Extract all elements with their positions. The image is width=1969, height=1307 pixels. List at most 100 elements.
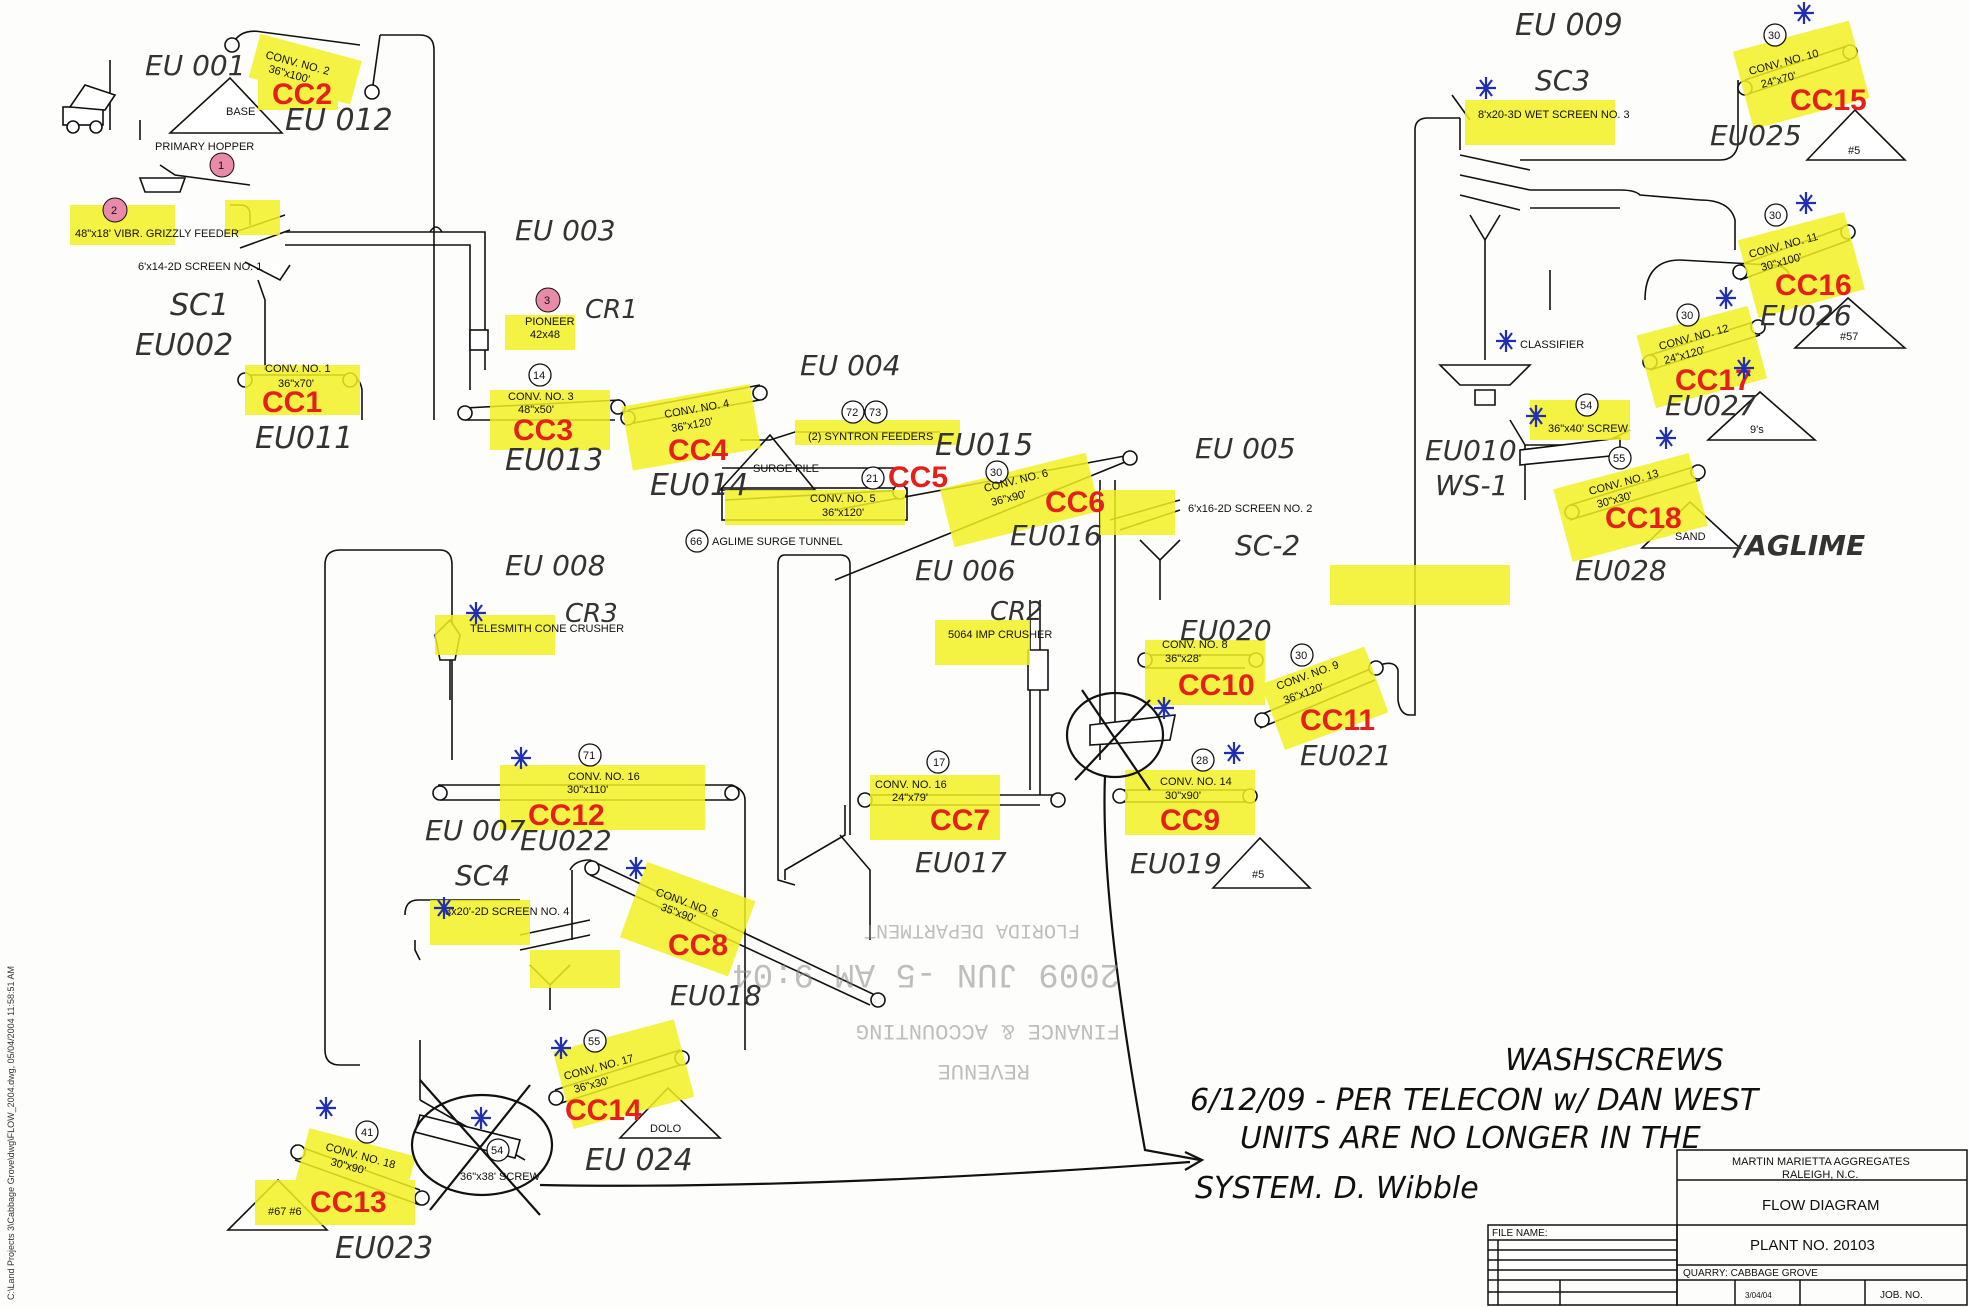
svg-text:CONV. NO. 1: CONV. NO. 1 bbox=[265, 363, 331, 375]
svg-text:66: 66 bbox=[690, 536, 702, 548]
svg-text:28: 28 bbox=[1196, 755, 1208, 767]
svg-text:30: 30 bbox=[1769, 210, 1781, 222]
svg-text:EU 024: EU 024 bbox=[585, 1143, 693, 1178]
svg-text:CC1: CC1 bbox=[262, 386, 322, 419]
svg-text:6/12/09 - PER TELECON w/ DAN W: 6/12/09 - PER TELECON w/ DAN WEST bbox=[1190, 1083, 1761, 1118]
svg-text:3/04/04: 3/04/04 bbox=[1745, 1291, 1772, 1300]
svg-text:54: 54 bbox=[1580, 400, 1592, 412]
svg-text:2: 2 bbox=[111, 205, 117, 217]
svg-text:36"x28': 36"x28' bbox=[1165, 653, 1201, 665]
svg-text:QUARRY: CABBAGE GROVE: QUARRY: CABBAGE GROVE bbox=[1683, 1268, 1818, 1279]
svg-text:FLOW DIAGRAM: FLOW DIAGRAM bbox=[1762, 1197, 1880, 1214]
svg-text:54: 54 bbox=[491, 1145, 503, 1157]
svg-text:CC4: CC4 bbox=[668, 434, 728, 467]
handwritten-labels: EU 001 EU 012 SC1 EU002 EU011 EU 003 CR1… bbox=[135, 8, 1865, 1266]
base-pile bbox=[167, 76, 284, 134]
impact-crusher-symbol bbox=[1027, 649, 1049, 691]
svg-text:30: 30 bbox=[1295, 650, 1307, 662]
svg-text:36"x120': 36"x120' bbox=[822, 507, 864, 519]
svg-text:TELESMITH CONE CRUSHER: TELESMITH CONE CRUSHER bbox=[470, 623, 624, 635]
handwritten-note: WASHSCREWS 6/12/09 - PER TELECON w/ DAN … bbox=[1190, 1043, 1761, 1206]
svg-text:EU022: EU022 bbox=[520, 824, 612, 857]
svg-text:DOLO: DOLO bbox=[650, 1123, 682, 1135]
svg-text:6'x14-2D SCREEN NO. 1: 6'x14-2D SCREEN NO. 1 bbox=[138, 261, 262, 273]
svg-text:AGLIME SURGE TUNNEL: AGLIME SURGE TUNNEL bbox=[712, 536, 843, 548]
svg-text:1: 1 bbox=[218, 160, 224, 172]
svg-text:EU019: EU019 bbox=[1130, 847, 1222, 880]
svg-text:CLASSIFIER: CLASSIFIER bbox=[1520, 339, 1584, 351]
svg-text:EU 005: EU 005 bbox=[1195, 432, 1296, 465]
svg-text:EU 012: EU 012 bbox=[285, 103, 393, 138]
svg-text:#57: #57 bbox=[1840, 331, 1858, 343]
svg-text:17: 17 bbox=[933, 757, 945, 769]
svg-text:30"x110': 30"x110' bbox=[567, 784, 608, 796]
equipment-symbols bbox=[62, 84, 1621, 1159]
svg-text:SAND: SAND bbox=[1675, 531, 1706, 543]
svg-text:CC10: CC10 bbox=[1178, 669, 1255, 702]
svg-text:CC8: CC8 bbox=[668, 929, 728, 962]
pile-dolo bbox=[618, 1086, 722, 1139]
svg-text:EU 001: EU 001 bbox=[145, 49, 246, 82]
svg-text:CC3: CC3 bbox=[513, 414, 573, 447]
svg-text:41: 41 bbox=[361, 1127, 373, 1139]
svg-text:#67 #6: #67 #6 bbox=[268, 1206, 302, 1218]
svg-text:36"x70': 36"x70' bbox=[278, 378, 314, 390]
file-path-label: C:\Land Projects 3\Cabbage Grove\dwg\FLO… bbox=[6, 966, 16, 1300]
crossed-screw-symbol bbox=[1089, 714, 1177, 746]
svg-text:CC13: CC13 bbox=[310, 1186, 387, 1219]
svg-text:36"x38' SCREW: 36"x38' SCREW bbox=[460, 1171, 541, 1183]
pioneer-crusher-symbol bbox=[469, 329, 489, 351]
pink-markers bbox=[102, 152, 561, 313]
svg-text:EU016: EU016 bbox=[1010, 519, 1102, 552]
svg-text:48"x18' VIBR. GRIZZLY FEEDER: 48"x18' VIBR. GRIZZLY FEEDER bbox=[75, 228, 239, 240]
svg-text:PLANT NO. 20103: PLANT NO. 20103 bbox=[1750, 1237, 1875, 1254]
pile-no5-top bbox=[1805, 108, 1907, 161]
title-block: MARTIN MARIETTA AGGREGATES RALEIGH, N.C.… bbox=[1487, 1149, 1968, 1306]
svg-text:CC5: CC5 bbox=[888, 461, 948, 494]
svg-text:CONV. NO. 3: CONV. NO. 3 bbox=[508, 391, 574, 403]
svg-text:(2) SYNTRON FEEDERS: (2) SYNTRON FEEDERS bbox=[808, 431, 933, 443]
svg-text:8'x20-3D WET SCREEN NO. 3: 8'x20-3D WET SCREEN NO. 3 bbox=[1478, 109, 1630, 121]
svg-text:CC2: CC2 bbox=[272, 78, 332, 111]
svg-text:PRIMARY HOPPER: PRIMARY HOPPER bbox=[155, 141, 254, 153]
pile-9s bbox=[1705, 390, 1818, 441]
svg-text:CC9: CC9 bbox=[1160, 804, 1220, 837]
svg-text:SC1: SC1 bbox=[170, 288, 229, 323]
svg-text:EU002: EU002 bbox=[135, 328, 233, 363]
classifier-screw-symbol bbox=[1519, 437, 1621, 466]
svg-text:CONV. NO. 5: CONV. NO. 5 bbox=[810, 493, 876, 505]
svg-text:EU013: EU013 bbox=[505, 443, 603, 478]
haul-truck-icon bbox=[62, 84, 117, 134]
svg-text:36"x40' SCREW: 36"x40' SCREW bbox=[1548, 423, 1629, 435]
asterisk-marks bbox=[316, 2, 1816, 1129]
svg-text:JOB. NO.: JOB. NO. bbox=[1880, 1290, 1923, 1301]
svg-text:SC3: SC3 bbox=[1535, 64, 1590, 97]
svg-text:EU028: EU028 bbox=[1575, 554, 1667, 587]
svg-text:EU021: EU021 bbox=[1300, 739, 1392, 772]
svg-text:21: 21 bbox=[866, 473, 878, 485]
svg-text:EU014: EU014 bbox=[650, 468, 748, 503]
number-circles bbox=[355, 23, 1788, 1162]
svg-text:55: 55 bbox=[1613, 453, 1625, 465]
svg-text:#5: #5 bbox=[1252, 869, 1264, 881]
svg-text:REVENUE: REVENUE bbox=[938, 1058, 1030, 1083]
svg-text:3: 3 bbox=[544, 295, 550, 307]
svg-text:CR1: CR1 bbox=[585, 295, 638, 325]
svg-text:EU 009: EU 009 bbox=[1515, 8, 1623, 43]
svg-text:EU015: EU015 bbox=[935, 428, 1033, 463]
svg-text:FILE NAME:: FILE NAME: bbox=[1492, 1228, 1548, 1239]
svg-text:5064 IMP CRUSHER: 5064 IMP CRUSHER bbox=[948, 629, 1052, 641]
svg-text:UNITS ARE NO LONGER IN THE: UNITS ARE NO LONGER IN THE bbox=[1240, 1121, 1701, 1156]
svg-text:EU026: EU026 bbox=[1760, 299, 1852, 332]
svg-text:EU020: EU020 bbox=[1180, 614, 1272, 647]
svg-text:#5: #5 bbox=[1848, 145, 1860, 157]
svg-text:SC4: SC4 bbox=[455, 859, 510, 892]
svg-text:CC7: CC7 bbox=[930, 804, 990, 837]
svg-text:CC18: CC18 bbox=[1605, 502, 1682, 535]
svg-text:2009 JUN -5 AM 9:04: 2009 JUN -5 AM 9:04 bbox=[732, 954, 1120, 992]
svg-text:EU 006: EU 006 bbox=[915, 554, 1016, 587]
primary-hopper-symbol bbox=[138, 177, 187, 193]
svg-text:EU023: EU023 bbox=[335, 1231, 433, 1266]
control-codes: CC2 CC1 CC3 CC4 CC5 CC6 CC7 CC9 CC10 CC1… bbox=[262, 78, 1867, 1219]
